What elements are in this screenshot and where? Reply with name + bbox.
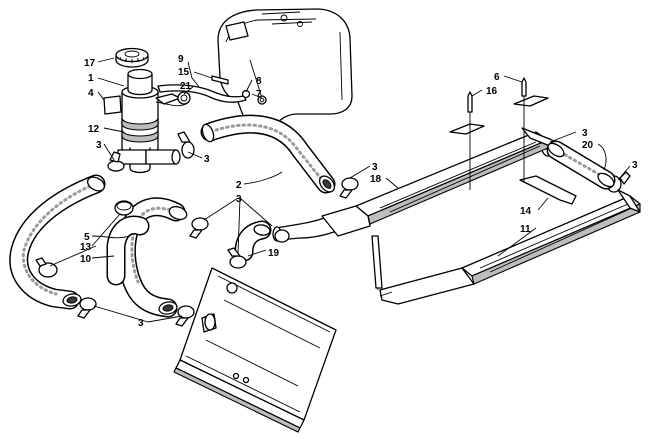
callout-15: 15 (178, 67, 190, 78)
decal (103, 95, 122, 115)
callout-10: 10 (80, 254, 92, 265)
callout-9: 9 (178, 54, 184, 65)
coolant-reservoir-tank (217, 8, 353, 135)
heat-exchanger-11 (371, 195, 641, 305)
clamp-a (107, 151, 125, 172)
hose-clamps (35, 131, 631, 327)
radiator-cap (115, 47, 149, 68)
clamp-d (189, 217, 209, 239)
clamp-b (177, 131, 195, 159)
heat-exchanger-18 (321, 131, 549, 237)
callout-5: 5 (84, 232, 90, 243)
callout-17: 17 (84, 58, 96, 69)
clamp-e (227, 229, 290, 269)
callout-6: 6 (494, 72, 500, 83)
callout-18: 18 (370, 174, 382, 185)
callout-19: 19 (268, 248, 280, 259)
callout-3-e: 3 (138, 318, 144, 329)
hose-19 (234, 215, 335, 262)
hose-10 (106, 197, 188, 318)
callout-11: 11 (520, 224, 531, 235)
callout-21: 21 (180, 81, 192, 92)
callout-4: 4 (88, 88, 94, 99)
heat-exchanger (173, 267, 337, 433)
callout-3-f: 3 (582, 128, 588, 139)
mounting-plates (449, 77, 549, 190)
callout-12: 12 (88, 124, 100, 135)
callout-3-a: 3 (96, 140, 102, 151)
filler-neck-surge-tank (117, 68, 187, 174)
deflector (519, 175, 577, 205)
callout-7: 7 (256, 89, 262, 100)
callout-3-d: 3 (236, 194, 242, 205)
callout-3-c: 3 (372, 162, 378, 173)
hose-20 (546, 140, 616, 190)
callout-13: 13 (80, 242, 92, 253)
upper-hose-2 (200, 114, 336, 194)
leader-lines (49, 57, 631, 323)
clamp-c (339, 177, 359, 199)
clamp-13 (35, 200, 134, 278)
callout-16: 16 (486, 86, 498, 97)
callout-14: 14 (520, 206, 532, 217)
callout-8: 8 (256, 76, 262, 87)
callout-labels: 17 9 15 1 21 8 7 4 12 3 3 2 3 18 3 5 13 … (80, 54, 638, 329)
callout-20: 20 (582, 140, 594, 151)
callout-3-g: 3 (632, 160, 638, 171)
callout-2: 2 (236, 180, 242, 191)
hose-5 (9, 174, 106, 310)
callout-1: 1 (88, 73, 94, 84)
clamp-f (77, 297, 195, 327)
callout-3-b: 3 (204, 154, 210, 165)
